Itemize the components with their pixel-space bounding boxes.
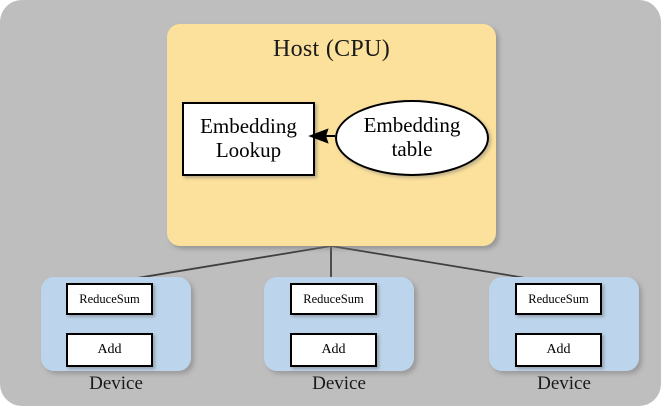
reducesum-node-1: ReduceSum xyxy=(66,283,153,315)
device-label-2: Device xyxy=(312,373,366,394)
embedding-table-node: Embedding table xyxy=(335,100,489,176)
device-label-1: Device xyxy=(89,373,143,394)
embedding-lookup-line1: Embedding xyxy=(200,114,297,139)
embedding-lookup-line2: Lookup xyxy=(215,138,282,162)
reducesum-node-3: ReduceSum xyxy=(515,283,602,315)
host-cpu-title: Host (CPU) xyxy=(272,36,390,62)
reducesum-node-2: ReduceSum xyxy=(290,283,377,315)
embedding-table-line2: table xyxy=(391,137,433,161)
embedding-table-label: Embedding table xyxy=(364,114,461,161)
add-node-3: Add xyxy=(515,333,602,367)
device-label-3: Device xyxy=(537,373,591,394)
embedding-table-line1: Embedding xyxy=(363,113,461,138)
add-node-1: Add xyxy=(66,333,153,367)
add-node-2: Add xyxy=(290,333,377,367)
embedding-lookup-label: Embedding Lookup xyxy=(200,115,297,162)
embedding-lookup-node: Embedding Lookup xyxy=(182,102,315,176)
